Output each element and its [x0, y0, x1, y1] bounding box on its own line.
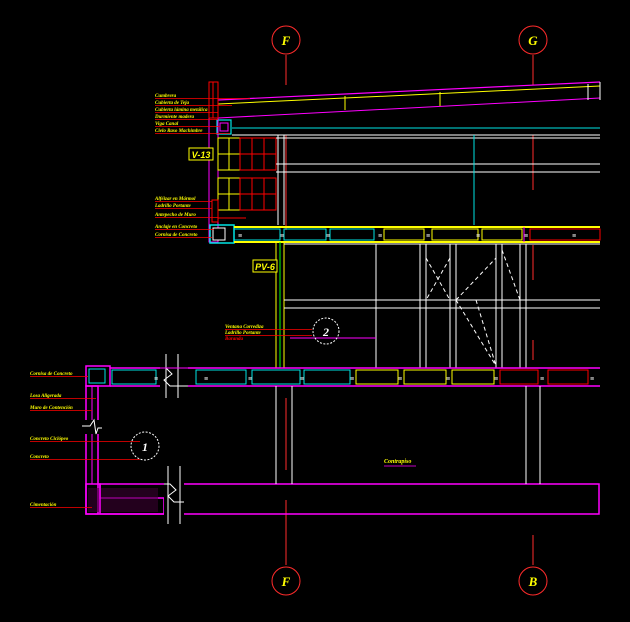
grid-bubble-top-g: G	[518, 25, 548, 55]
note-text: Cornisa de Concreto	[155, 233, 198, 238]
note-text: Muro de Contención	[29, 406, 73, 411]
svg-text:≡: ≡	[326, 233, 330, 241]
leader-lines-left	[30, 376, 140, 508]
leader-lines-roof	[155, 98, 250, 134]
upper-window-v13	[211, 135, 600, 225]
notes-left: Cornisa de Concreto Losa Aligerada Muro …	[29, 372, 73, 508]
grid-bubble-label: G	[528, 33, 538, 48]
notes-center: Ventana Corrediza Ladrillo Portante Bara…	[224, 325, 264, 342]
note-text: Cornisa de Concreto	[30, 372, 73, 377]
svg-text:≡: ≡	[446, 376, 450, 384]
svg-text:≡: ≡	[476, 233, 480, 241]
svg-text:≡: ≡	[300, 376, 304, 384]
floor-label-text: Contrapiso	[384, 459, 411, 465]
grid-bubble-label: F	[281, 33, 291, 48]
note-text: Durmiente madera	[154, 115, 195, 120]
svg-text:≡: ≡	[248, 376, 252, 384]
svg-text:≡: ≡	[494, 376, 498, 384]
note-text: Losa Aligerada	[29, 394, 62, 399]
middle-story	[275, 241, 600, 369]
lower-slab: ≡ ≡ ≡ ≡ ≡ ≡ ≡ ≡ ≡ ≡	[85, 354, 600, 398]
svg-text:≡: ≡	[238, 233, 242, 241]
window-tag-label: V-13	[192, 150, 211, 160]
note-text: Cubierta de Teja	[155, 101, 189, 106]
note-text: Ladrillo Portante	[154, 204, 191, 209]
grid-bubble-top-f: F	[271, 25, 301, 55]
svg-text:≡: ≡	[524, 233, 528, 241]
roof-assembly	[216, 81, 601, 136]
svg-text:≡: ≡	[572, 233, 576, 241]
svg-text:≡: ≡	[590, 376, 594, 384]
upper-slab: ≡ ≡ ≡ ≡ ≡ ≡ ≡ ≡	[209, 224, 601, 244]
notes-roof: Cumbrera Cubierta de Teja Cubierta lámin…	[154, 94, 208, 134]
leader-lines-center	[225, 329, 312, 336]
leader-lines-mid	[155, 201, 218, 238]
svg-text:≡: ≡	[350, 376, 354, 384]
note-text: Viga Canal	[155, 122, 179, 127]
svg-text:≡: ≡	[280, 233, 284, 241]
grid-bubble-bottom-f: F	[271, 566, 301, 596]
note-text: Anclaje en Concreto	[154, 225, 198, 230]
note-text: Ventana Corrediza	[225, 325, 264, 330]
upper-brick-column	[208, 81, 219, 243]
svg-text:≡: ≡	[378, 233, 382, 241]
window-tag-label: PV-6	[255, 262, 276, 272]
detail-marker-label: 1	[142, 440, 148, 454]
note-text: Cimentación	[30, 503, 57, 508]
note-text: Baranda	[224, 337, 244, 342]
window-tag-v13: V-13	[188, 147, 214, 161]
notes-mid: Alféizar en Mármol Ladrillo Portante Ant…	[154, 197, 198, 238]
grid-bubble-label: B	[528, 574, 538, 589]
note-text: Antepecho de Muro	[154, 213, 196, 218]
note-text: Cubierta lámina metálica	[155, 108, 208, 113]
note-text: Alféizar en Mármol	[154, 197, 196, 202]
note-text: Concreto Ciclópeo	[30, 437, 69, 442]
grid-bubble-bottom-b: B	[518, 566, 548, 596]
window-tag-pv6: PV-6	[252, 259, 278, 273]
detail-marker-upper: 2	[312, 317, 340, 345]
grid-bubble-label: F	[281, 574, 291, 589]
basement	[82, 385, 600, 524]
detail-marker-label: 2	[322, 325, 329, 339]
note-text: Ladrillo Portante	[224, 331, 261, 336]
detail-marker-lower: 1	[130, 431, 160, 461]
floor-label: Contrapiso	[384, 459, 416, 467]
grid-axes	[285, 55, 534, 565]
note-text: Concreto	[30, 455, 49, 460]
svg-text:≡: ≡	[154, 376, 158, 384]
svg-text:≡: ≡	[426, 233, 430, 241]
note-text: Cielo Raso Machimbre	[155, 129, 203, 134]
note-text: Cumbrera	[155, 94, 177, 99]
svg-text:≡: ≡	[204, 376, 208, 384]
svg-text:≡: ≡	[540, 376, 544, 384]
svg-text:≡: ≡	[398, 376, 402, 384]
